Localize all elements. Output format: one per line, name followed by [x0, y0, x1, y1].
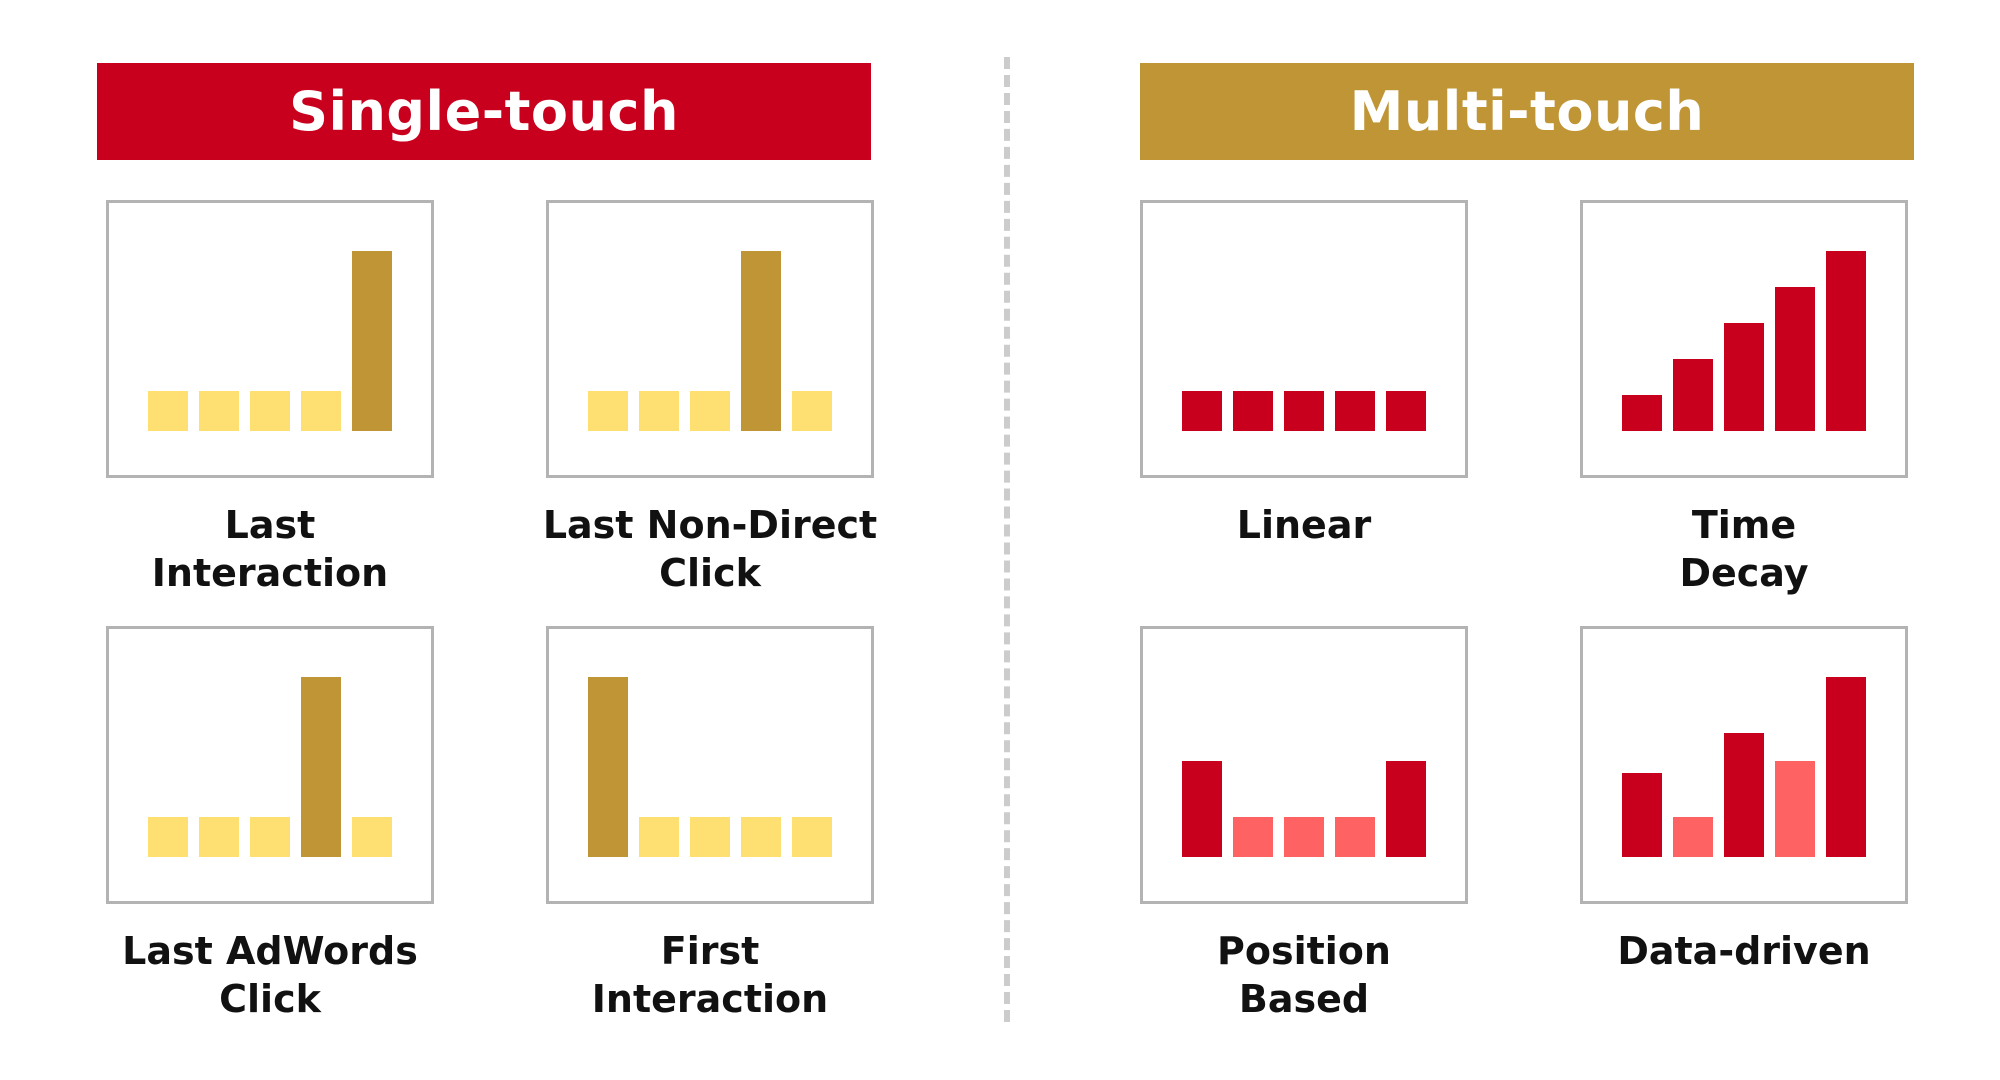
time-decay-bars: [1622, 251, 1866, 431]
last-adwords-click-caption-line: Last AdWords: [122, 929, 418, 973]
position-based-bar-3: [1284, 817, 1324, 857]
time-decay-bar-1: [1622, 395, 1662, 431]
position-based-bar-4: [1335, 817, 1375, 857]
last-adwords-click-bars: [148, 677, 392, 857]
last-non-direct-click-bar-5: [792, 391, 832, 431]
position-based-caption-line: Based: [1238, 977, 1370, 1021]
last-non-direct-click-bar-1: [588, 391, 628, 431]
last-interaction-bar-1: [148, 391, 188, 431]
data-driven-bar-4: [1775, 761, 1815, 857]
data-driven-bar-5: [1826, 677, 1866, 857]
last-adwords-click-bar-3: [250, 817, 290, 857]
data-driven-caption-line: Data-driven: [1617, 929, 1871, 973]
first-interaction-chart: [546, 626, 874, 904]
last-adwords-click-bar-5: [352, 817, 392, 857]
last-adwords-click-bar-2: [199, 817, 239, 857]
first-interaction-bar-5: [792, 817, 832, 857]
last-interaction-bar-2: [199, 391, 239, 431]
first-interaction-bar-1: [588, 677, 628, 857]
linear-caption: Linear: [1094, 501, 1514, 549]
last-non-direct-click-bar-4: [741, 251, 781, 431]
last-interaction-caption-line: Interaction: [151, 551, 389, 595]
last-non-direct-click-caption-line: Last Non-Direct: [542, 503, 878, 547]
data-driven-bar-1: [1622, 773, 1662, 857]
first-interaction-bar-2: [639, 817, 679, 857]
last-interaction-bar-3: [250, 391, 290, 431]
last-adwords-click-bar-1: [148, 817, 188, 857]
first-interaction-bars: [588, 677, 832, 857]
linear-bar-5: [1386, 391, 1426, 431]
time-decay-chart: [1580, 200, 1908, 478]
last-interaction-bar-4: [301, 391, 341, 431]
linear-bar-2: [1233, 391, 1273, 431]
last-non-direct-click-bar-3: [690, 391, 730, 431]
position-based-bar-5: [1386, 761, 1426, 857]
multi-touch-banner: Multi-touch: [1140, 63, 1914, 160]
last-interaction-bars: [148, 251, 392, 431]
time-decay-bar-5: [1826, 251, 1866, 431]
last-adwords-click-bar-4: [301, 677, 341, 857]
position-based-chart: [1140, 626, 1468, 904]
first-interaction-caption-line: Interaction: [591, 977, 829, 1021]
time-decay-bar-3: [1724, 323, 1764, 431]
last-non-direct-click-bars: [588, 251, 832, 431]
time-decay-bar-4: [1775, 287, 1815, 431]
last-interaction-bar-5: [352, 251, 392, 431]
last-adwords-click-caption-line: Click: [219, 977, 321, 1021]
time-decay-bar-2: [1673, 359, 1713, 431]
section-divider: [1004, 57, 1010, 1022]
linear-caption-line: Linear: [1236, 503, 1372, 547]
data-driven-bar-3: [1724, 733, 1764, 857]
data-driven-bar-2: [1673, 817, 1713, 857]
first-interaction-bar-4: [741, 817, 781, 857]
data-driven-chart: [1580, 626, 1908, 904]
linear-chart: [1140, 200, 1468, 478]
position-based-bar-1: [1182, 761, 1222, 857]
position-based-bars: [1182, 761, 1426, 857]
time-decay-caption-line: Time: [1691, 503, 1797, 547]
last-non-direct-click-chart: [546, 200, 874, 478]
data-driven-caption: Data-driven: [1534, 927, 1954, 975]
linear-bar-1: [1182, 391, 1222, 431]
linear-bar-4: [1335, 391, 1375, 431]
position-based-bar-2: [1233, 817, 1273, 857]
last-non-direct-click-caption-line: Click: [659, 551, 761, 595]
time-decay-caption-line: Decay: [1679, 551, 1809, 595]
data-driven-bars: [1622, 677, 1866, 857]
single-touch-banner: Single-touch: [97, 63, 871, 160]
last-non-direct-click-bar-2: [639, 391, 679, 431]
linear-bar-3: [1284, 391, 1324, 431]
linear-bars: [1182, 391, 1426, 431]
position-based-caption-line: Position: [1217, 929, 1391, 973]
first-interaction-caption-line: First: [660, 929, 760, 973]
first-interaction-bar-3: [690, 817, 730, 857]
last-interaction-caption-line: Last: [224, 503, 316, 547]
last-interaction-chart: [106, 200, 434, 478]
last-adwords-click-chart: [106, 626, 434, 904]
